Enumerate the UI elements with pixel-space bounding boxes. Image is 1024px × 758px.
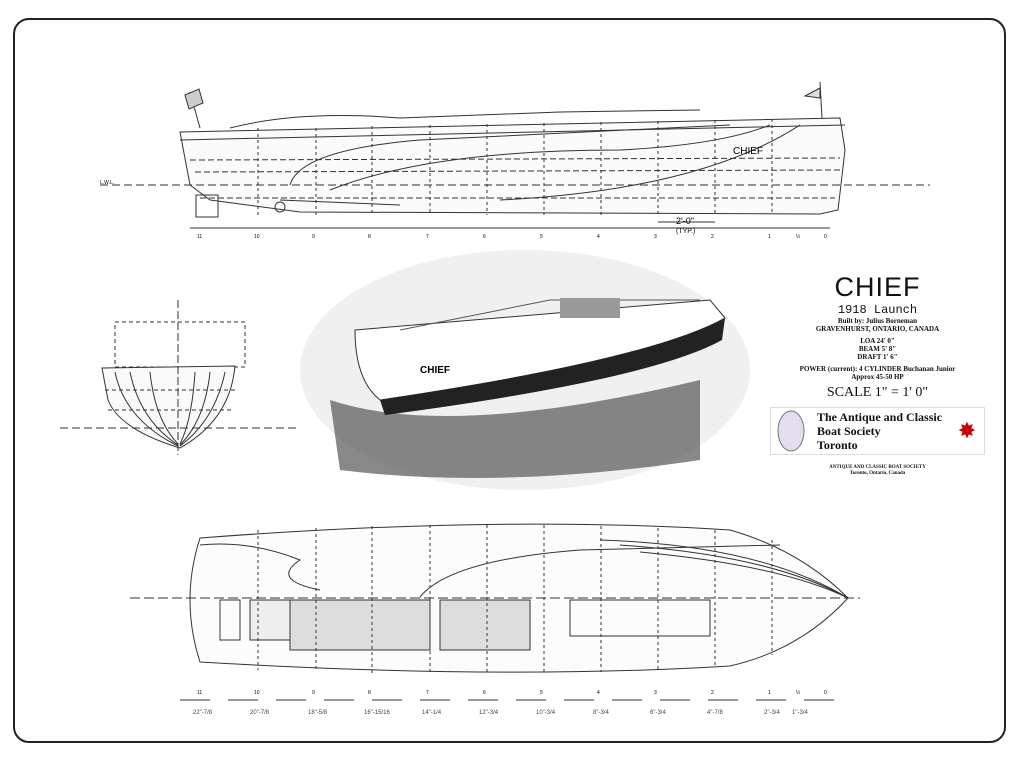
station-number-top: 4 [597, 234, 600, 240]
station-number-top: ½ [796, 234, 801, 240]
station-number-top: 7 [426, 234, 429, 240]
station-number-bottom: 0 [824, 690, 827, 696]
station-offset: 10"-3/4 [536, 710, 556, 716]
station-offset: 12"-3/4 [479, 710, 499, 716]
footer-line-1: ANTIQUE AND CLASSIC BOAT SOCIETY [829, 465, 926, 470]
loa: LOA 24' 0" [860, 337, 895, 345]
station-number-bottom: 4 [597, 690, 600, 696]
station-offset: 4"-7/8 [707, 710, 723, 716]
station-number-top: 3 [654, 234, 657, 240]
station-number-bottom: 9 [312, 690, 315, 696]
scale: SCALE 1" = 1' 0" [826, 385, 929, 400]
station-number-bottom: 6 [483, 690, 486, 696]
station-number-bottom: 8 [368, 690, 371, 696]
society-line-1: The Antique and Classic [817, 410, 943, 424]
society-line-3: Toronto [817, 438, 858, 452]
horsepower: Approx 45-50 HP [851, 373, 904, 381]
boat-title: CHIEF [834, 272, 921, 302]
society-logo: The Antique and Classic Boat Society Tor… [770, 407, 985, 455]
photo-hull-name: CHIEF [420, 365, 450, 376]
drawing-sheet [13, 18, 1006, 743]
station-number-top: 9 [312, 234, 315, 240]
station-offset: 1"-3/4 [792, 710, 808, 716]
station-number-bottom: 1 [768, 690, 771, 696]
lwl-label: L.W.L. [100, 180, 115, 186]
society-emblem-icon [777, 410, 805, 452]
footer-line-2: Toronto, Ontario, Canada [849, 471, 906, 476]
station-offset: 6"-3/4 [650, 710, 666, 716]
body-plan-view [60, 300, 300, 455]
society-line-2: Boat Society [817, 424, 881, 438]
station-offset: 2"-3/4 [764, 710, 780, 716]
station-offset: 20"-7/8 [250, 710, 270, 716]
station-number-top: 8 [368, 234, 371, 240]
station-number-bottom: ½ [796, 690, 801, 696]
station-offset: 8"-3/4 [593, 710, 609, 716]
station-number-top: 0 [824, 234, 827, 240]
station-spacing-typ: (TYP.) [676, 228, 696, 235]
beam: BEAM 5' 8" [858, 345, 897, 353]
station-offset: 14"-1/4 [422, 710, 442, 716]
station-offset: 16"-15/16 [364, 710, 390, 716]
profile-hull-name: CHIEF [733, 146, 763, 157]
station-number-bottom: 3 [654, 690, 657, 696]
station-number-bottom: 2 [711, 690, 714, 696]
station-number-top: 11 [197, 234, 203, 240]
boat-subtitle: 1918 Launch [837, 303, 918, 317]
maple-leaf-icon: ✸ [957, 418, 977, 443]
station-offset: 22"-7/8 [193, 710, 213, 716]
station-number-top: 10 [254, 234, 260, 240]
station-number-top: 6 [483, 234, 486, 240]
station-number-bottom: 5 [540, 690, 543, 696]
plan-view [130, 523, 860, 675]
station-number-bottom: 10 [254, 690, 260, 696]
station-number-top: 2 [711, 234, 714, 240]
title-block: CHIEF 1918 Launch Built by: Julius Borne… [770, 272, 985, 477]
station-number-bottom: 7 [426, 690, 429, 696]
power: POWER (current): 4 CYLINDER Buchanan Jun… [799, 365, 956, 373]
draft: DRAFT 1' 6" [857, 353, 898, 361]
station-offset: 18"-5/8 [308, 710, 328, 716]
station-number-top: 5 [540, 234, 543, 240]
station-spacing: 2'-0" [676, 216, 694, 226]
station-number-top: 1 [768, 234, 771, 240]
boat-photo [300, 250, 750, 490]
location: GRAVENHURST, ONTARIO, CANADA [815, 325, 940, 333]
station-number-bottom: 11 [197, 690, 203, 696]
builder: Built by: Julius Borneman [837, 317, 918, 325]
profile-view [100, 81, 930, 229]
